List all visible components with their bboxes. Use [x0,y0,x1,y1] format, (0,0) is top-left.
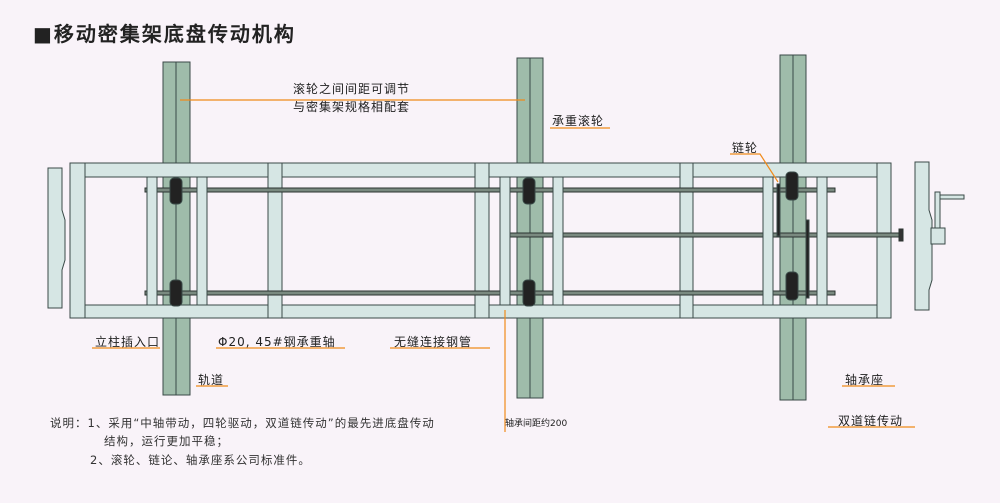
end-panels [47,161,965,311]
load-shaft-label: Φ20, 45#钢承重轴 [218,335,336,349]
note-line-1-cont: 结构，运行更加平稳； [104,434,229,448]
bearing-spacing-label: 轴承间距约200 [505,419,568,429]
seamless-tube-label: 无缝连接钢管 [394,335,473,349]
column-socket-label: 立柱插入口 [95,335,161,349]
page-title: ■移动密集架底盘传动机构 [33,22,296,46]
note-line-2: 2、滚轮、链论、轴承座系公司标准件。 [90,453,311,467]
load-roller-label: 承重滚轮 [552,114,605,128]
note-line-1: 说明：1、采用“中轴带动，四轮驱动，双道链传动”的最先进底盘传动 [50,416,435,430]
double-chain-label: 双道链传动 [838,414,904,428]
chassis-frame [69,162,892,319]
track-label: 轨道 [198,373,225,387]
bearing-seat-label: 轴承座 [845,373,885,387]
spacing-label-line2: 与密集架规格相配套 [293,100,411,114]
track-rails [162,54,807,401]
leader-lines [92,99,915,432]
wheel-assemblies [146,171,828,307]
spacing-label-line1: 滚轮之间间距可调节 [293,82,411,96]
sprocket-label: 链轮 [732,141,759,155]
